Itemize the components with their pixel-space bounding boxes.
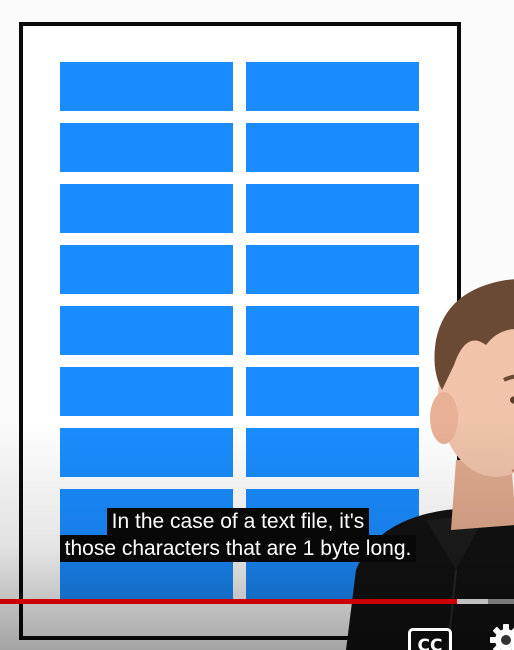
byte-block <box>246 245 419 294</box>
byte-block <box>60 428 233 477</box>
byte-block <box>60 62 233 111</box>
byte-block <box>60 306 233 355</box>
settings-button[interactable] <box>488 622 514 650</box>
progress-played <box>0 599 458 604</box>
byte-blocks-grid <box>60 62 422 602</box>
byte-block <box>60 184 233 233</box>
settings-gear-icon <box>490 624 514 650</box>
byte-block <box>246 123 419 172</box>
byte-block <box>246 184 419 233</box>
presenter <box>336 270 514 650</box>
byte-block <box>246 428 419 477</box>
progress-bar[interactable] <box>0 599 514 604</box>
byte-block <box>60 123 233 172</box>
subtitles-button[interactable]: CC <box>408 628 452 650</box>
byte-block <box>60 367 233 416</box>
byte-block <box>246 367 419 416</box>
caption-line-2: those characters that are 1 byte long. <box>59 535 417 562</box>
caption-line-1: In the case of a text file, it's <box>106 508 370 535</box>
byte-block <box>60 245 233 294</box>
captions-window: In the case of a text file, it's those c… <box>0 508 476 562</box>
byte-block <box>246 306 419 355</box>
byte-block <box>246 62 419 111</box>
